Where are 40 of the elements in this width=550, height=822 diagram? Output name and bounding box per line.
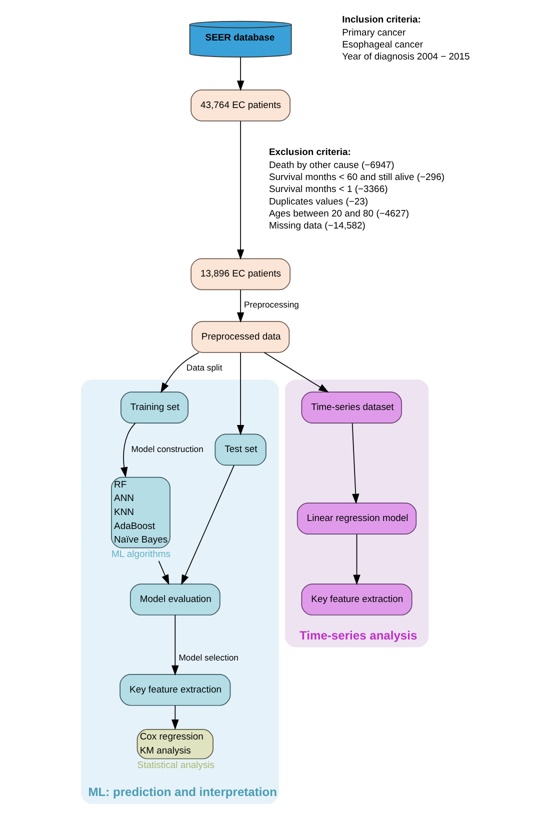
arrow: [236, 289, 244, 323]
label: Exclusion criteria:: [268, 147, 351, 158]
node-box: Key feature extraction: [301, 584, 412, 616]
label: Primary cancer: [342, 28, 406, 39]
node-box: Training set: [120, 392, 188, 424]
arrow: [236, 352, 244, 436]
edge-label: Data split: [186, 362, 222, 373]
label: Inclusion criteria:: [342, 14, 421, 26]
label: Ages between 20 and 80 (−4627): [268, 208, 410, 220]
node-box: Time-series dataset: [301, 392, 402, 424]
node-box: 13,896 EC patients: [190, 258, 290, 290]
arrow: [158, 560, 170, 586]
arrow: [160, 352, 200, 394]
node-label: Statistical analysis: [137, 760, 215, 772]
node-box: Model evaluation: [130, 584, 220, 616]
arrow: [353, 534, 360, 586]
label: Survival months < 1 (−3366): [268, 184, 388, 196]
node-box: Preprocessed data: [192, 321, 290, 353]
node-box: Key feature extraction: [120, 674, 231, 706]
arrow: [172, 705, 179, 730]
label: Survival months < 60 and still alive (−296): [268, 172, 444, 184]
arrow: [172, 614, 179, 676]
label: Duplicates values (−23): [268, 196, 368, 208]
arrow: [264, 352, 329, 393]
label: Missing data (−14,582): [268, 220, 366, 232]
arrow: [236, 56, 244, 91]
label: Esophageal cancer: [342, 40, 424, 51]
node-box: Linear regression model: [296, 502, 417, 535]
arrow: [120, 422, 136, 478]
node-box: 43,764 EC patients: [190, 90, 290, 122]
edge-label: Model construction: [131, 444, 204, 454]
node-label: ML algorithms: [111, 549, 170, 560]
label: Death by other cause (−6947): [268, 160, 394, 172]
edge-label: Preprocessing: [244, 300, 299, 310]
node-box: Test set: [214, 434, 266, 466]
edge-label: Model selection: [178, 652, 238, 663]
arrow: [181, 464, 234, 586]
arrow: [236, 120, 244, 260]
label: Year of diagnosis 2004 − 2015: [342, 52, 470, 63]
arrow: [352, 422, 360, 504]
